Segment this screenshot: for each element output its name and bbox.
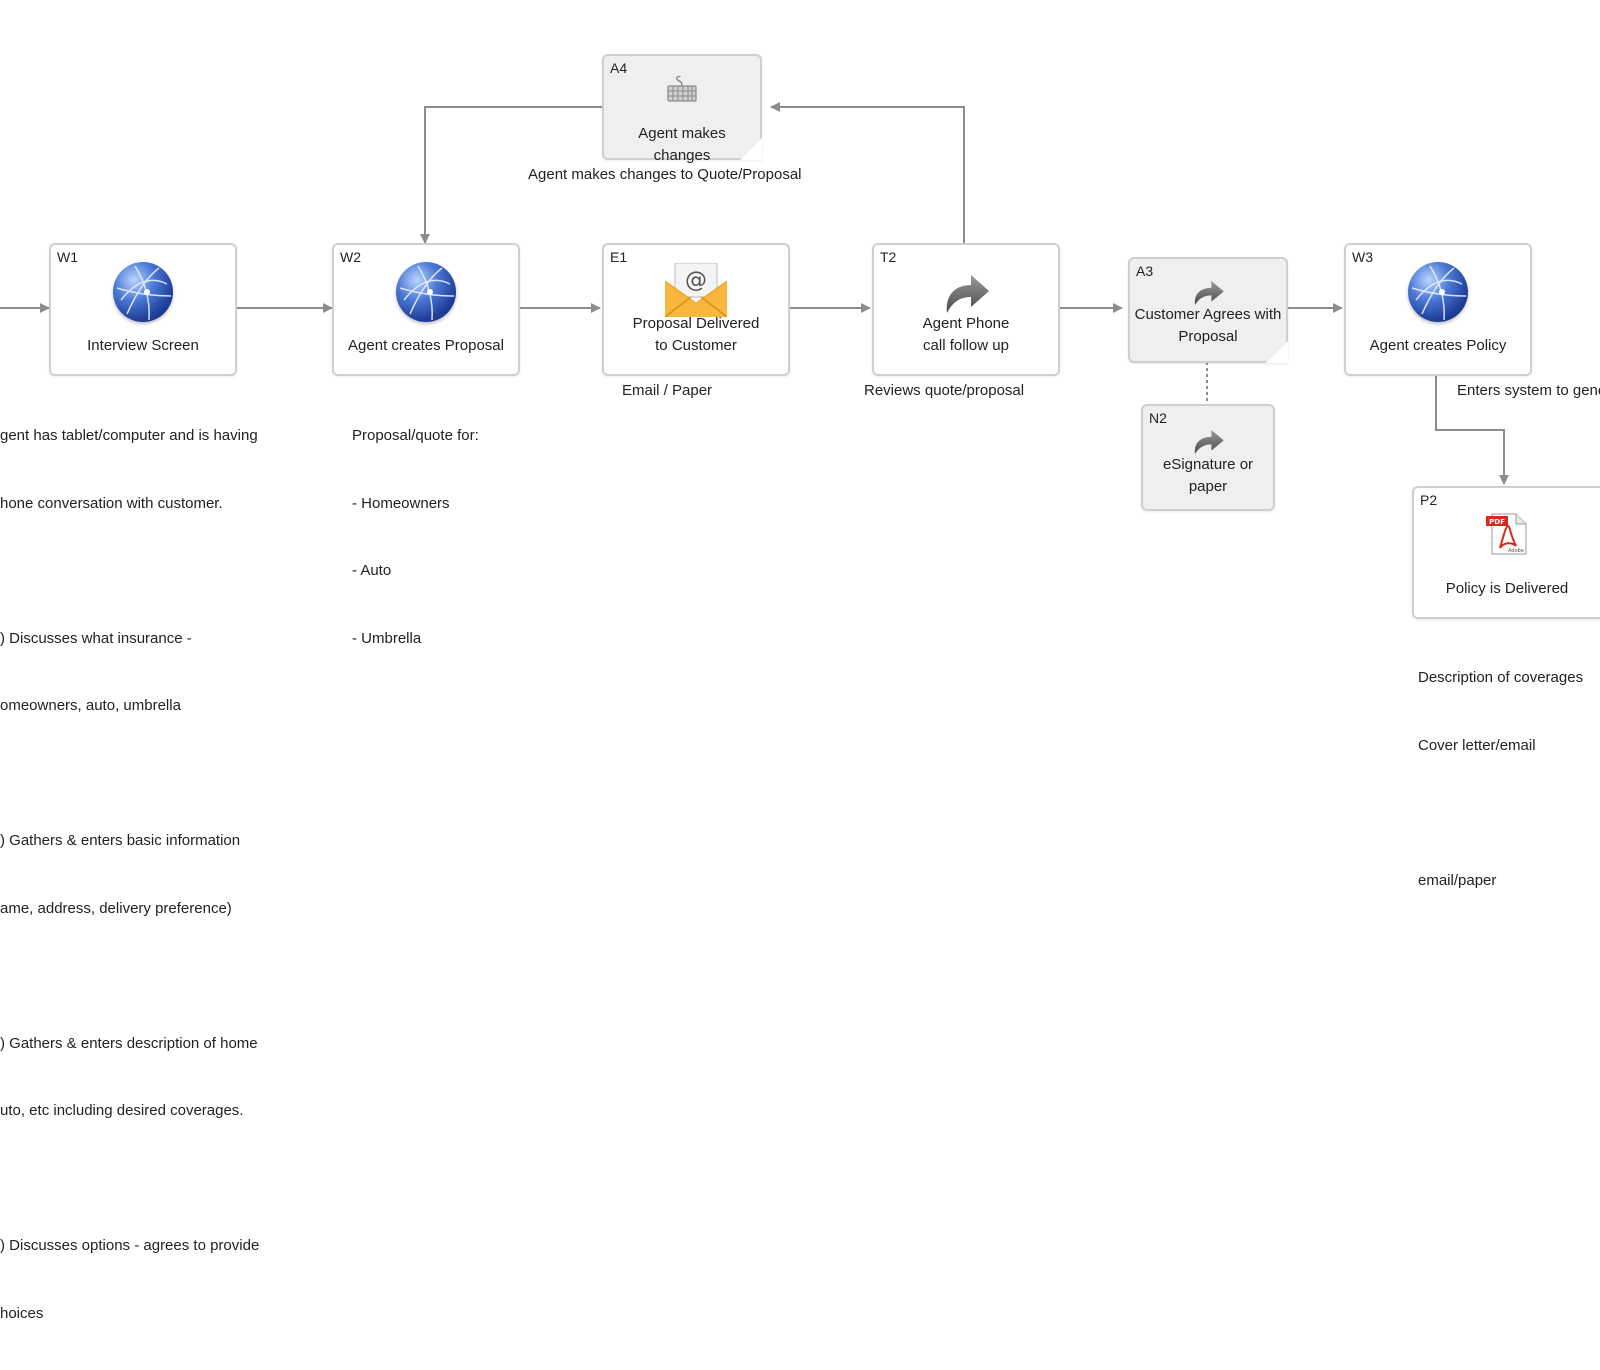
node-a3[interactable]: A3 Customer Agrees with Proposal xyxy=(1128,257,1288,363)
note-line: Description of coverages xyxy=(1418,669,1584,686)
node-id: W1 xyxy=(57,249,78,265)
node-id: W2 xyxy=(340,249,361,265)
node-label-line-2: Proposal xyxy=(1178,328,1238,345)
note-line: - Homeowners xyxy=(352,494,450,512)
forward-arrow-icon xyxy=(1192,428,1224,454)
node-label-line-2: paper xyxy=(1188,478,1228,495)
note-line: email/paper xyxy=(1418,871,1497,889)
svg-text:PDF: PDF xyxy=(1489,518,1505,526)
node-id: E1 xyxy=(610,249,628,265)
note-line: uto, etc including desired coverages. xyxy=(0,1102,244,1119)
note-line: ) Discusses what insurance - xyxy=(0,629,192,647)
node-id: W3 xyxy=(1352,249,1373,265)
globe-icon xyxy=(396,262,456,322)
note-line xyxy=(0,560,259,583)
node-label: Agent creates Proposal xyxy=(348,337,504,354)
node-w1[interactable]: W1 Interview Screen xyxy=(49,243,237,376)
node-id: A3 xyxy=(1136,263,1154,279)
forward-arrow-icon xyxy=(1192,279,1224,305)
node-id: T2 xyxy=(880,249,897,265)
process-diagram: W1 Interview Screen W2 Agent creates Pro… xyxy=(0,54,1600,1322)
note-w3: Enters system to gene xyxy=(1457,382,1600,399)
note-w2: Proposal/quote for: - Homeowners - Auto … xyxy=(352,380,479,695)
note-line: ) Gathers & enters description of home xyxy=(0,1034,258,1052)
note-line: ) Gathers & enters basic information xyxy=(0,832,241,849)
node-label-line-1: Proposal Delivered xyxy=(632,315,760,332)
keyboard-icon xyxy=(667,75,697,102)
node-id: N2 xyxy=(1149,410,1167,426)
node-label: Agent makes changes xyxy=(638,125,726,164)
note-line: - Umbrella xyxy=(352,629,422,647)
node-t2[interactable]: T2 Agent Phone call follow up xyxy=(872,243,1060,376)
note-t2: Reviews quote/proposal xyxy=(864,382,1025,399)
node-label-line-1: eSignature or xyxy=(1162,456,1254,473)
phone-forward-arrow-icon xyxy=(943,271,989,313)
note-w1: gent has tablet/computer and is having h… xyxy=(0,380,259,1370)
globe-icon xyxy=(113,262,173,322)
pdf-document-icon: PDF Adobe xyxy=(1486,512,1528,556)
node-a4[interactable]: A4 Agent makes changes xyxy=(602,54,762,164)
note-line: Proposal/quote for: xyxy=(352,427,479,444)
note-line: ame, address, delivery preference) xyxy=(0,899,232,917)
page-fold xyxy=(740,138,762,160)
note-e1: Email / Paper xyxy=(622,382,713,399)
node-id: P2 xyxy=(1420,492,1438,508)
note-line: gent has tablet/computer and is having xyxy=(0,427,258,444)
node-label: Agent creates Policy xyxy=(1369,337,1507,354)
note-line: ) Discusses options - agrees to provide xyxy=(0,1237,260,1254)
page-fold xyxy=(1266,341,1288,363)
note-line: hoices xyxy=(0,1304,44,1322)
note-p2: Description of coverages Cover letter/em… xyxy=(1418,622,1583,937)
note-line: Cover letter/email xyxy=(1418,736,1536,754)
node-n2[interactable]: N2 eSignature or paper xyxy=(1141,404,1275,511)
note-line: - Auto xyxy=(352,562,392,579)
node-label-line-2: call follow up xyxy=(923,337,1009,354)
node-w2[interactable]: W2 Agent creates Proposal xyxy=(332,243,520,376)
svg-text:Adobe: Adobe xyxy=(1508,548,1524,554)
note-line: hone conversation with customer. xyxy=(0,494,223,512)
globe-icon xyxy=(1408,262,1468,322)
node-label-line-1: Customer Agrees with xyxy=(1134,306,1282,323)
note-line: omeowners, auto, umbrella xyxy=(0,697,181,714)
node-label-line-2: to Customer xyxy=(655,337,737,354)
note-line xyxy=(0,763,259,786)
node-label: Policy is Delivered xyxy=(1445,580,1569,597)
note-line xyxy=(1418,802,1583,825)
node-p2[interactable]: P2 PDF Adobe Policy is Delivered xyxy=(1412,486,1600,619)
node-e1[interactable]: E1 @ Proposal Delivered to Customer xyxy=(602,243,790,376)
note-line xyxy=(0,1168,259,1191)
node-w3[interactable]: W3 Agent creates Policy xyxy=(1344,243,1532,376)
note-line xyxy=(0,965,259,988)
node-label-line-1: Agent Phone xyxy=(922,315,1010,332)
email-envelope-icon: @ xyxy=(664,262,728,318)
node-id: A4 xyxy=(610,60,628,76)
note-a4: Agent makes changes to Quote/Proposal xyxy=(528,166,802,183)
node-label: Interview Screen xyxy=(87,337,199,354)
svg-text:@: @ xyxy=(685,268,707,293)
